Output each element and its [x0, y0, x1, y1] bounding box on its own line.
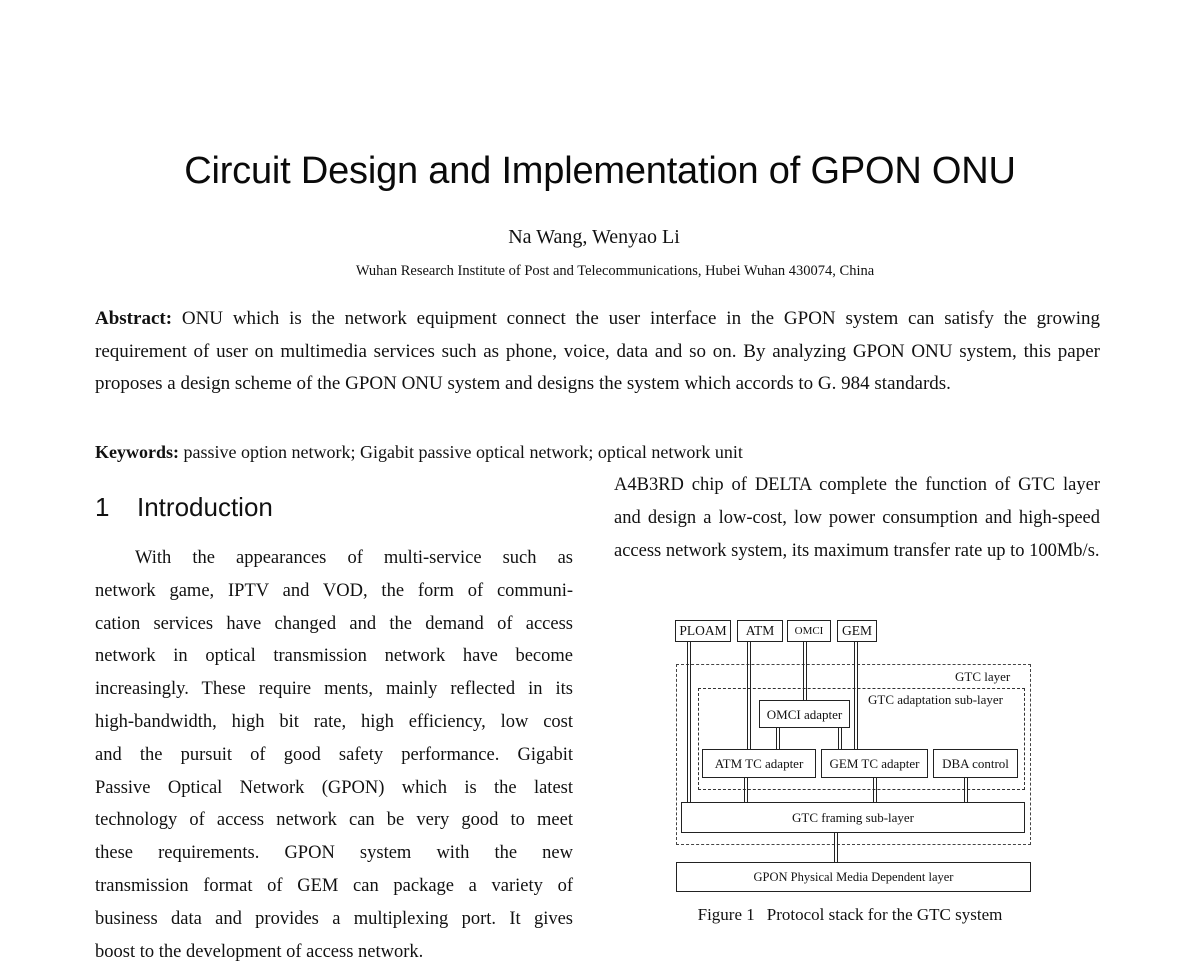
introduction-body: With the appearances of multi-service su…: [95, 542, 573, 968]
body-line: increasingly. These require ments, mainl…: [95, 679, 573, 700]
keywords-label: Keywords:: [95, 442, 179, 462]
figure-caption: Figure 1 Protocol stack for the GTC syste…: [640, 904, 1060, 926]
connector-dba-framing: [964, 778, 968, 802]
gtc-framing-box: GTC framing sub-layer: [681, 802, 1025, 833]
body-line: technology of access network can be very…: [95, 810, 573, 831]
abstract-label: Abstract:: [95, 308, 173, 329]
connector-omci-atm: [776, 728, 780, 750]
gtc-layer-label: GTC layer: [955, 669, 1011, 684]
connector-ploam: [687, 642, 691, 804]
ploam-box: PLOAM: [675, 620, 731, 642]
abstract: Abstract: ONU which is the network equip…: [95, 303, 1100, 401]
section-heading-introduction: 1 Introduction: [95, 490, 273, 524]
body-line: With the appearances of multi-service su…: [135, 548, 573, 568]
gtc-adaptation-region: [698, 688, 1025, 790]
connector-framing-pmd: [834, 833, 838, 862]
section-title: Introduction: [137, 492, 273, 522]
connector-atmtc-framing: [744, 778, 748, 802]
body-line: and the pursuit of good safety performan…: [95, 744, 573, 765]
body-line: these requirements. GPON system with the…: [95, 843, 573, 864]
connector-omci-gem: [838, 728, 842, 750]
gem-box: GEM: [837, 620, 877, 642]
gem-tc-adapter-box: GEM TC adapter: [821, 749, 928, 778]
right-column-body: A4B3RD chip of DELTA complete the functi…: [614, 469, 1100, 567]
connector-gemtc-framing: [873, 778, 877, 802]
protocol-stack-diagram: GTC layer GTC adaptation sub-layer PLOAM…: [670, 612, 1040, 902]
connector-omci: [803, 642, 807, 700]
omci-adapter-box: OMCI adapter: [759, 700, 850, 728]
dba-control-box: DBA control: [933, 749, 1018, 778]
body-line: business data and provides a multiplexin…: [95, 908, 573, 929]
gtc-adaptation-label: GTC adaptation sub-layer: [868, 692, 1004, 707]
abstract-text: ONU which is the network equipment conne…: [95, 308, 1100, 394]
body-line: high-bandwidth, high bit rate, high effi…: [95, 711, 573, 732]
gtc-layer-region: [676, 664, 1031, 845]
gpon-pmd-box: GPON Physical Media Dependent layer: [676, 862, 1031, 892]
body-line: cation services have changed and the dem…: [95, 613, 573, 634]
paper-title: Circuit Design and Implementation of GPO…: [184, 150, 1016, 192]
section-number: 1: [95, 492, 110, 522]
omci-box: OMCI: [787, 620, 831, 642]
connector-atm: [747, 642, 751, 750]
body-line: network in optical transmission network …: [95, 646, 573, 667]
atm-box: ATM: [737, 620, 783, 642]
body-line: transmission format of GEM can package a…: [95, 875, 573, 896]
body-line: network game, IPTV and VOD, the form of …: [95, 580, 573, 601]
authors: Na Wang, Wenyao Li: [508, 226, 680, 248]
figure-number: Figure 1: [697, 905, 755, 924]
affiliation: Wuhan Research Institute of Post and Tel…: [355, 263, 875, 279]
connector-gem: [854, 642, 858, 750]
paragraph: A4B3RD chip of DELTA complete the functi…: [614, 475, 1100, 561]
keywords: Keywords: passive option network; Gigabi…: [95, 439, 1100, 465]
body-line: Passive Optical Network (GPON) which is …: [95, 777, 573, 798]
atm-tc-adapter-box: ATM TC adapter: [702, 749, 816, 778]
figure-caption-text: Protocol stack for the GTC system: [766, 905, 1003, 924]
keywords-text: passive option network; Gigabit passive …: [179, 442, 743, 462]
